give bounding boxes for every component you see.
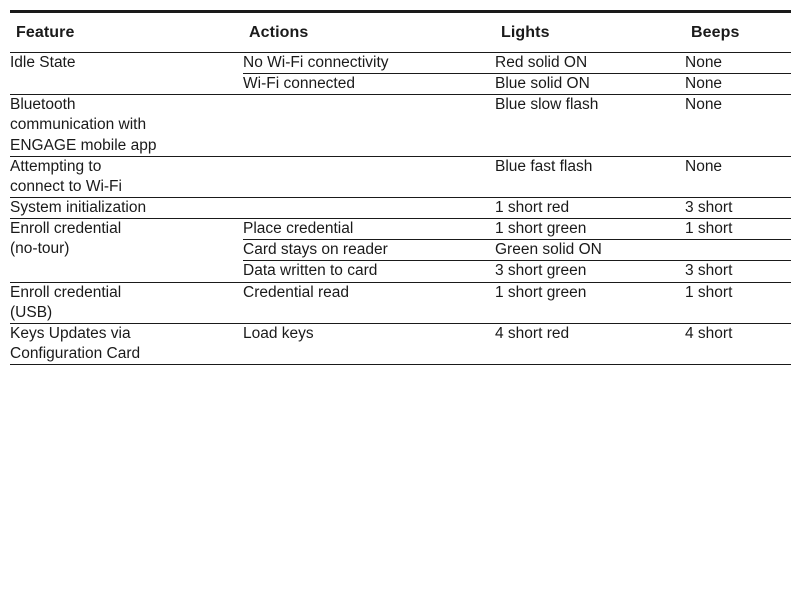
cell-feature: Keys Updates via Configuration Card	[10, 322, 243, 365]
cell-beeps-text: 1 short	[685, 220, 733, 238]
table-row: Card stays on reader Green solid ON	[10, 239, 791, 261]
cell-beeps-text: None	[685, 75, 723, 93]
table-row: Keys Updates via Configuration Card Load …	[10, 322, 791, 365]
cell-lights-text: 1 short green	[495, 283, 587, 301]
table-bottom-rule	[10, 364, 791, 366]
cell-lights: Green solid ON	[495, 239, 685, 261]
cell-actions: No Wi-Fi connectivity	[243, 51, 495, 74]
cell-actions: Data written to card	[243, 260, 495, 283]
cell-lights-text: Blue solid ON	[495, 75, 590, 93]
table-row: Enroll credential (USB) Credential read 1 …	[10, 281, 791, 324]
cell-feature: Enroll credential (no-tour)	[10, 218, 243, 283]
cell-lights-text: Blue fast flash	[495, 157, 593, 175]
cell-lights-text: 4 short red	[495, 324, 570, 342]
cell-actions: Wi-Fi connected	[243, 73, 495, 95]
cell-actions: Credential read	[243, 281, 495, 324]
cell-lights: Blue slow flash	[495, 94, 685, 157]
cell-lights: Red solid ON	[495, 51, 685, 74]
cell-lights: Blue solid ON	[495, 73, 685, 95]
cell-feature-text: Enroll credential (no-tour)	[10, 220, 122, 258]
cell-beeps-text: None	[685, 54, 723, 71]
bottom-rule-segment	[243, 364, 495, 366]
table-row: Data written to card 3 short green 3 short	[10, 260, 791, 283]
cell-beeps: 1 short	[685, 218, 791, 240]
cell-lights: 1 short green	[495, 218, 685, 240]
cell-beeps-text: 4 short	[685, 324, 733, 342]
bottom-rule-segment	[685, 364, 791, 366]
cell-feature: Enroll credential (USB)	[10, 281, 243, 324]
cell-actions-text: Place credential	[243, 220, 354, 238]
cell-feature: System initialization	[10, 196, 243, 219]
cell-actions-text: No Wi-Fi connectivity	[243, 54, 389, 71]
table-header-row: Feature Actions Lights Beeps	[10, 10, 791, 53]
cell-lights-text: Blue slow flash	[495, 96, 599, 114]
cell-actions-text: Load keys	[243, 324, 314, 342]
table-header: Feature Actions Lights Beeps	[10, 10, 791, 53]
cell-feature-text: Keys Updates via Configuration Card	[10, 324, 141, 362]
cell-actions-text: Card stays on reader	[243, 241, 388, 259]
cell-beeps	[685, 239, 791, 261]
cell-beeps: None	[685, 51, 791, 74]
column-header-feature: Feature	[10, 10, 243, 53]
cell-beeps: 3 short	[685, 260, 791, 283]
cell-actions	[243, 94, 495, 157]
table-row: Enroll credential (no-tour) Place credent…	[10, 218, 791, 283]
cell-beeps-text: 3 short	[685, 198, 733, 216]
cell-lights-text: 1 short red	[495, 198, 570, 216]
table-row: Bluetooth communication with ENGAGE mobi…	[10, 94, 791, 157]
cell-actions: Card stays on reader	[243, 239, 495, 261]
cell-feature-text: System initialization	[10, 198, 147, 216]
cell-lights: 1 short red	[495, 196, 685, 219]
bottom-rule-segment	[495, 364, 685, 366]
cell-actions-text: Wi-Fi connected	[243, 75, 355, 93]
cell-lights: 3 short green	[495, 260, 685, 283]
cell-beeps: 4 short	[685, 322, 791, 365]
table-row: Wi-Fi connected Blue solid ON None	[10, 73, 791, 95]
column-header-lights: Lights	[495, 10, 685, 53]
cell-beeps: 3 short	[685, 196, 791, 219]
bottom-rule-segment	[10, 364, 243, 366]
cell-feature-text: Idle State	[10, 54, 76, 71]
cell-actions-text: Credential read	[243, 283, 349, 301]
cell-actions-text: Data written to card	[243, 262, 378, 280]
cell-beeps-text: None	[685, 157, 723, 175]
table-body: Idle State No Wi-Fi connectivity Red solid…	[10, 51, 791, 366]
cell-actions	[243, 196, 495, 219]
cell-feature: Idle State	[10, 51, 243, 95]
cell-beeps-text: None	[685, 96, 723, 114]
table-row: System initialization 1 short red 3 short	[10, 196, 791, 219]
cell-feature-text: Attempting to connect to Wi-Fi	[10, 157, 122, 195]
cell-lights-text: 1 short green	[495, 220, 587, 238]
cell-beeps: None	[685, 73, 791, 95]
cell-actions: Load keys	[243, 322, 495, 365]
cell-lights: 1 short green	[495, 281, 685, 324]
cell-beeps-text: 3 short	[685, 262, 733, 280]
cell-beeps-text: 1 short	[685, 283, 733, 301]
cell-feature: Attempting to connect to Wi-Fi	[10, 155, 243, 198]
column-header-actions: Actions	[243, 10, 495, 53]
cell-actions	[243, 155, 495, 198]
table-row: Idle State No Wi-Fi connectivity Red solid…	[10, 51, 791, 95]
cell-beeps: None	[685, 155, 791, 198]
cell-lights: Blue fast flash	[495, 155, 685, 198]
cell-actions: Place credential	[243, 218, 495, 240]
table-row: Attempting to connect to Wi-Fi Blue fast …	[10, 155, 791, 198]
cell-beeps: 1 short	[685, 281, 791, 324]
cell-lights: 4 short red	[495, 322, 685, 365]
cell-feature-text: Enroll credential (USB)	[10, 283, 122, 321]
cell-lights-text: Green solid ON	[495, 241, 602, 259]
cell-feature: Bluetooth communication with ENGAGE mobi…	[10, 94, 243, 157]
cell-lights-text: Red solid ON	[495, 54, 588, 71]
column-header-beeps: Beeps	[685, 10, 791, 53]
cell-feature-text: Bluetooth communication with ENGAGE mobi…	[10, 96, 157, 154]
cell-lights-text: 3 short green	[495, 262, 587, 280]
cell-beeps: None	[685, 94, 791, 157]
